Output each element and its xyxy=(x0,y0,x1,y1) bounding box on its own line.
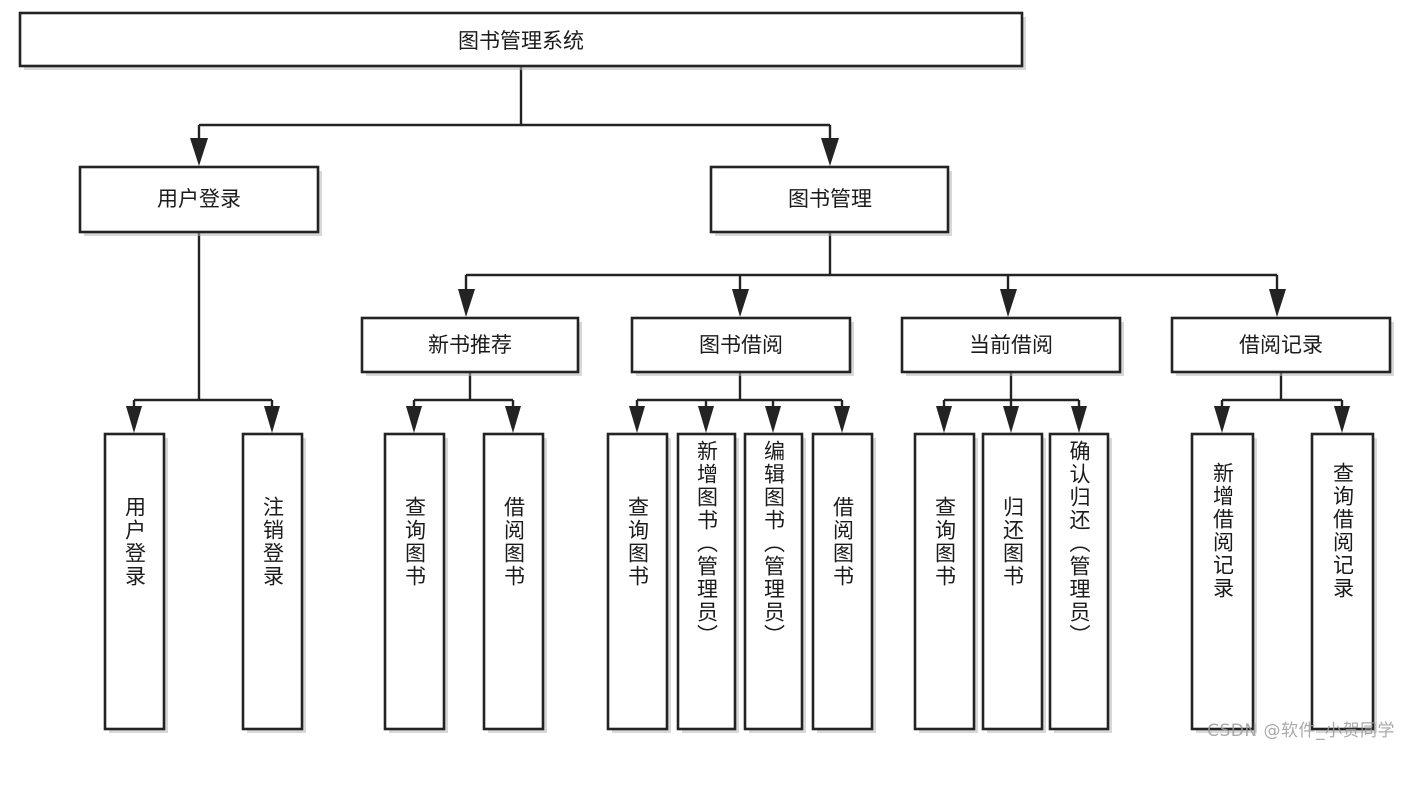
tree-diagram-svg: 图书管理系统 用户登录 图书管理 新书推荐 图书借阅 当前借阅 xyxy=(18,11,1394,733)
node-borrow-record-box[interactable] xyxy=(1170,316,1392,374)
node-new-book-recommend[interactable]: 新书推荐 xyxy=(360,316,582,376)
node-current-borrow-box[interactable] xyxy=(900,316,1122,374)
node-root-box[interactable] xyxy=(18,11,1024,68)
arrow-head-leaf-user-login xyxy=(126,406,142,433)
node-book-management-box[interactable] xyxy=(709,165,950,234)
arrow-head-borrow-record xyxy=(1269,289,1286,317)
node-book-borrow[interactable]: 图书借阅 xyxy=(630,316,854,376)
node-borrow-record[interactable]: 借阅记录 xyxy=(1170,316,1394,376)
arrow-head-leaf-query-book-rec xyxy=(406,406,422,433)
arrow-head-book-management xyxy=(821,138,839,166)
leaf-query-book-current-box[interactable] xyxy=(913,432,976,731)
node-book-management-label: 图书管理 xyxy=(788,187,872,211)
node-user-login-box[interactable] xyxy=(78,165,320,234)
connector-group xyxy=(126,66,1350,433)
node-new-book-recommend-box[interactable] xyxy=(360,316,580,374)
arrow-head-leaf-borrow-book-rec xyxy=(505,406,521,433)
leaf-add-book-admin-box[interactable] xyxy=(676,432,737,731)
leaf-edit-book-admin-box[interactable] xyxy=(743,432,804,731)
node-user-login[interactable]: 用户登录 xyxy=(78,165,322,236)
node-root-label: 图书管理系统 xyxy=(458,29,584,53)
arrow-head-leaf-query-book-current xyxy=(936,406,952,433)
arrow-head-book-borrow xyxy=(732,289,749,317)
arrow-head-leaf-query-book-borrow xyxy=(629,406,645,433)
node-book-management[interactable]: 图书管理 xyxy=(709,165,952,236)
leaf-add-borrow-record-box[interactable] xyxy=(1190,432,1255,731)
node-user-login-label: 用户登录 xyxy=(157,187,241,211)
arrow-head-new-book-recommend xyxy=(458,289,475,317)
arrow-head-leaf-user-logout xyxy=(264,406,280,433)
leaf-query-book-rec-box[interactable] xyxy=(383,432,446,731)
leaf-borrow-book-rec-box[interactable] xyxy=(482,432,545,731)
leaf-box-group xyxy=(103,432,1377,733)
arrow-head-current-borrow xyxy=(1000,289,1017,317)
arrow-head-leaf-query-borrow-record xyxy=(1334,406,1350,433)
node-root[interactable]: 图书管理系统 xyxy=(18,11,1026,70)
arrow-head-leaf-borrow-book xyxy=(834,406,850,433)
leaf-confirm-return-admin-box[interactable] xyxy=(1048,432,1110,731)
arrow-head-user-login xyxy=(190,138,208,166)
leaf-return-book-box[interactable] xyxy=(981,432,1044,731)
arrow-head-leaf-add-book-admin xyxy=(698,406,714,433)
leaf-user-logout-box[interactable] xyxy=(241,432,304,731)
node-current-borrow[interactable]: 当前借阅 xyxy=(900,316,1124,376)
csdn-watermark: CSDN @软件_小贺同学 xyxy=(1207,721,1395,741)
node-book-borrow-label: 图书借阅 xyxy=(699,333,783,357)
arrow-head-leaf-return-book xyxy=(1003,406,1019,433)
arrow-head-leaf-add-borrow-record xyxy=(1214,406,1230,433)
leaf-user-login-box[interactable] xyxy=(103,432,166,731)
diagram-canvas: 图书管理系统 用户登录 图书管理 新书推荐 图书借阅 当前借阅 xyxy=(18,11,1395,741)
leaf-borrow-book-box[interactable] xyxy=(811,432,874,731)
leaf-query-borrow-record-box[interactable] xyxy=(1310,432,1375,731)
arrow-head-leaf-edit-book-admin xyxy=(765,406,781,433)
node-book-borrow-box[interactable] xyxy=(630,316,852,374)
arrow-head-leaf-confirm-return-admin xyxy=(1071,406,1087,433)
node-current-borrow-label: 当前借阅 xyxy=(969,333,1053,357)
leaf-query-book-borrow-box[interactable] xyxy=(606,432,669,731)
node-new-book-recommend-label: 新书推荐 xyxy=(428,333,512,357)
node-borrow-record-label: 借阅记录 xyxy=(1239,333,1323,357)
